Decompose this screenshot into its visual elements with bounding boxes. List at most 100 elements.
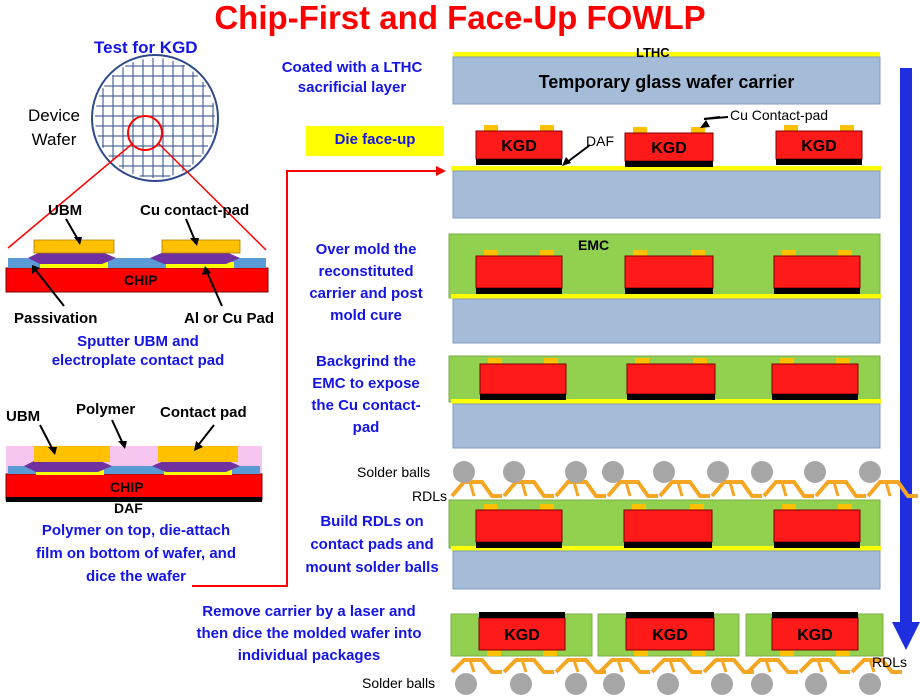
kgd-label: KGD <box>651 140 687 157</box>
al-cu-pad-label: Al or Cu Pad <box>184 310 275 327</box>
solder-balls-bottom-label: Solder balls <box>362 675 436 691</box>
device-label: Device <box>28 106 80 125</box>
contact-pad <box>782 250 796 256</box>
rdl-trace <box>702 658 754 674</box>
step6-caption-1: Remove carrier by a laser and <box>202 603 416 620</box>
rdls-bottom-label: RDLs <box>872 654 908 670</box>
daf-layer <box>776 159 862 165</box>
rdl-trace <box>502 658 554 674</box>
contact-pad <box>838 504 852 510</box>
solder-ball <box>453 461 475 483</box>
daf-layer <box>772 612 858 618</box>
step1-caption-1: Coated with a LTHC <box>281 59 423 76</box>
rdl-trace <box>798 658 850 674</box>
solder-ball <box>805 673 827 695</box>
rdl-trace <box>746 658 798 674</box>
daf-layer <box>626 612 714 618</box>
step4-caption-4: pad <box>352 419 380 436</box>
test-kgd-label: Test for KGD <box>94 38 198 57</box>
solder-ball <box>455 673 477 695</box>
rdl-via <box>728 481 736 497</box>
page-title: Chip-First and Face-Up FOWLP <box>214 0 706 36</box>
kgd-die <box>773 509 861 543</box>
polymer-caption-2: film on bottom of wafer, and <box>36 545 236 562</box>
daf-layer <box>774 542 860 548</box>
rdls-label: RDLs <box>412 488 448 504</box>
die-faceup-label: Die face-up <box>334 131 416 148</box>
step6-caption-3: individual packages <box>237 647 381 664</box>
contact-pad <box>540 250 554 256</box>
kgd-die <box>771 617 859 651</box>
polymer-caption-3: dice the wafer <box>85 568 187 585</box>
kgd-die <box>625 617 715 651</box>
rdl-trace <box>710 480 762 498</box>
contact-pad <box>691 127 705 133</box>
polymer-caption-1: Polymer on top, die-attach <box>41 522 231 539</box>
emc-label: EMC <box>578 237 610 253</box>
rdl-via <box>572 481 580 497</box>
contact-pad <box>780 358 794 364</box>
solder-ball <box>602 461 624 483</box>
flow-connector <box>192 166 446 587</box>
contact-pad <box>836 650 850 656</box>
solder-ball <box>711 673 733 695</box>
rdl-trace <box>658 480 710 498</box>
solder-ball <box>653 461 675 483</box>
contact-pad <box>784 125 798 131</box>
daf-layer <box>479 612 565 618</box>
step1-caption-2: sacrificial layer <box>297 79 407 96</box>
contact-pad-label: Contact pad <box>160 404 247 421</box>
daf-layer <box>624 542 712 548</box>
solder-ball <box>510 673 532 695</box>
contact-pad <box>484 125 498 131</box>
contact-pad <box>484 504 498 510</box>
solder-ball <box>804 461 826 483</box>
daf-layer <box>476 542 562 548</box>
device-wafer <box>7 54 267 251</box>
contact-pad <box>836 358 850 364</box>
ubm-label-2: UBM <box>6 408 41 425</box>
solder-ball <box>503 461 525 483</box>
contact-pad <box>692 650 706 656</box>
contact-pad <box>840 125 854 131</box>
contact-pad <box>693 358 707 364</box>
kgd-die <box>623 509 713 543</box>
contact-pad <box>690 504 704 510</box>
daf-callout: DAF <box>586 133 614 149</box>
step5-caption-3: mount solder balls <box>305 559 439 576</box>
rdl-trace <box>598 658 650 674</box>
wafer-zoom-circle <box>127 115 163 151</box>
contact-pad <box>633 127 647 133</box>
solder-ball <box>565 461 587 483</box>
contact-pad <box>691 250 705 256</box>
step3-caption-2: reconstituted <box>318 263 414 280</box>
chip-ubm-crosssection <box>5 218 269 307</box>
contact-pad <box>838 250 852 256</box>
solder-ball <box>657 673 679 695</box>
chip-label-2: CHIP <box>110 479 144 495</box>
contact-pad <box>543 650 557 656</box>
contact-pad <box>633 250 647 256</box>
polymer-label: Polymer <box>76 401 136 418</box>
rdl-trace <box>450 480 502 498</box>
ubm-label: UBM <box>48 202 83 219</box>
contact-pad <box>635 358 649 364</box>
rdl-trace <box>606 480 658 498</box>
chip-label: CHIP <box>124 272 158 288</box>
solder-ball <box>859 673 881 695</box>
rdl-via <box>520 481 528 497</box>
kgd-die <box>475 130 563 160</box>
kgd-label: KGD <box>652 627 688 644</box>
rdl-via <box>868 659 876 673</box>
rdl-via <box>832 481 840 497</box>
rdl-via <box>520 659 528 673</box>
rdl-via <box>764 659 772 673</box>
kgd-die <box>475 509 563 543</box>
step6-caption-2: then dice the molded wafer into <box>196 625 422 642</box>
daf-layer <box>480 394 566 400</box>
kgd-label: KGD <box>797 627 833 644</box>
daf-layer <box>476 288 562 294</box>
rdl-via <box>720 659 728 673</box>
